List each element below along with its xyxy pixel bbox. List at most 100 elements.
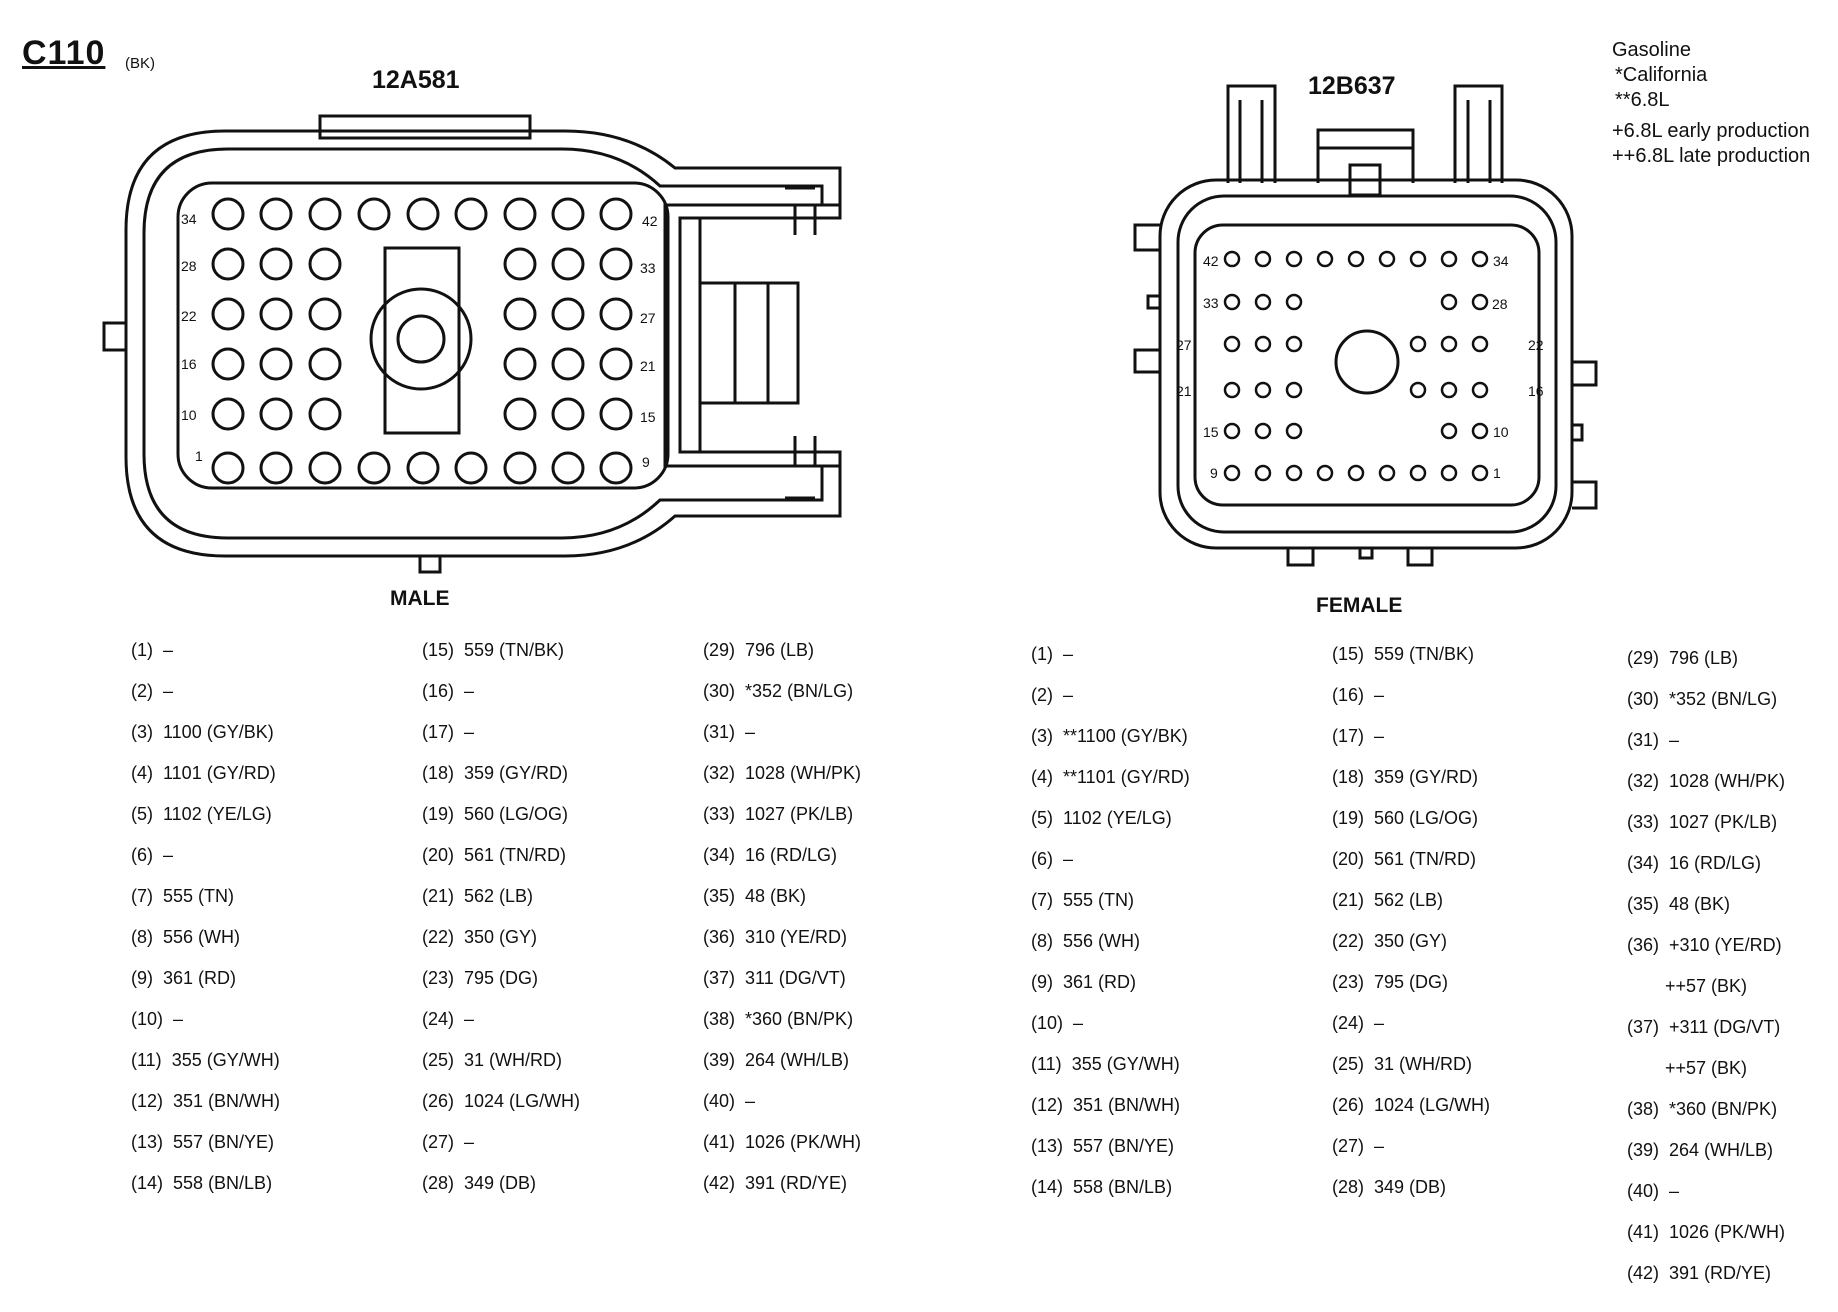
- wire-circuit: 16 (RD/LG): [745, 845, 838, 865]
- wire-circuit: 557 (BN/YE): [1073, 1136, 1175, 1156]
- wire-circuit: 31 (WH/RD): [464, 1050, 563, 1070]
- pin-cavity: [357, 197, 391, 231]
- wire-circuit: –: [1063, 644, 1074, 664]
- pin-number: (16): [422, 681, 455, 701]
- pinout-row: ++57 (BK): [1627, 966, 1785, 1007]
- female-pinout-col-1: (1)–(2)–(3)**1100 (GY/BK)(4)**1101 (GY/R…: [1031, 634, 1190, 1208]
- pin-number: (27): [422, 1132, 455, 1152]
- pin-number: (10): [131, 1009, 164, 1029]
- wire-circuit: 555 (TN): [163, 886, 235, 906]
- wire-circuit: 355 (GY/WH): [1071, 1054, 1180, 1074]
- wire-circuit: 391 (RD/YE): [1669, 1263, 1772, 1283]
- female-bottom-tab: [1358, 548, 1374, 560]
- pin-number: (17): [1332, 726, 1365, 746]
- pin-cavity: [503, 197, 537, 231]
- pin-cavity: [1223, 422, 1241, 440]
- pin-cavity: [599, 397, 633, 431]
- male-connector-diagram: 34 42 28 33 22 27 16 21 10 15 1 9: [102, 114, 842, 574]
- wire-circuit: –: [745, 722, 756, 742]
- pin-number: (7): [131, 886, 153, 906]
- pin-cavity: [1409, 335, 1427, 353]
- pin-number: (24): [1332, 1013, 1365, 1033]
- pin-cavity: [1440, 335, 1458, 353]
- male-pin-label: 10: [181, 407, 197, 423]
- pin-number: (35): [703, 886, 736, 906]
- pin-cavity: [1285, 250, 1303, 268]
- pinout-row: (10)–: [1031, 1003, 1190, 1044]
- pin-number: (36): [703, 927, 736, 947]
- male-pin-label: 34: [181, 211, 197, 227]
- pin-cavity: [551, 197, 585, 231]
- pin-number: (37): [1627, 1017, 1660, 1037]
- wire-circuit: –: [1669, 1181, 1680, 1201]
- pinout-row: (33)1027 (PK/LB): [703, 794, 861, 835]
- male-pin-label: 28: [181, 258, 197, 274]
- pin-cavity: [454, 451, 488, 485]
- pin-cavity: [1471, 464, 1489, 482]
- male-pinout-col-3: (29)796 (LB)(30)*352 (BN/LG)(31)–(32)102…: [703, 630, 861, 1204]
- wire-circuit: –: [163, 681, 174, 701]
- wire-circuit: –: [464, 1009, 475, 1029]
- female-pinout-col-3: (29)796 (LB)(30)*352 (BN/LG)(31)–(32)102…: [1627, 638, 1785, 1294]
- female-right-post: [1453, 84, 1504, 183]
- pinout-row: (9)361 (RD): [1031, 962, 1190, 1003]
- pinout-row: (4)1101 (GY/RD): [131, 753, 280, 794]
- pin-number: (25): [422, 1050, 455, 1070]
- pin-number: (37): [703, 968, 736, 988]
- pin-number: (29): [703, 640, 736, 660]
- pin-cavity: [406, 197, 440, 231]
- female-pin-label: 16: [1528, 383, 1544, 399]
- male-pinout-col-1: (1)–(2)–(3)1100 (GY/BK)(4)1101 (GY/RD)(5…: [131, 630, 280, 1204]
- pin-number: (18): [1332, 767, 1365, 787]
- female-pin-cavity: [1193, 223, 1541, 507]
- pin-number: (31): [703, 722, 736, 742]
- male-left-tab: [102, 321, 126, 352]
- pin-cavity: [308, 247, 342, 281]
- pin-cavity: [211, 247, 245, 281]
- male-outer-shell: [124, 129, 842, 558]
- pin-number: (26): [1332, 1095, 1365, 1115]
- female-pin-label: 33: [1203, 295, 1219, 311]
- female-side-tab: [1133, 223, 1160, 252]
- pin-cavity: [454, 197, 488, 231]
- pinout-row: (24)–: [1332, 1003, 1490, 1044]
- pinout-row: (42)391 (RD/YE): [703, 1163, 861, 1204]
- pinout-row: (2)–: [1031, 675, 1190, 716]
- pin-number: (26): [422, 1091, 455, 1111]
- pinout-row: (20)561 (TN/RD): [1332, 839, 1490, 880]
- pin-cavity: [1254, 335, 1272, 353]
- note-line: ++6.8L late production: [1612, 145, 1811, 167]
- pin-number: (34): [703, 845, 736, 865]
- pinout-row: (13)557 (BN/YE): [1031, 1126, 1190, 1167]
- male-shell-inner-line: [142, 147, 824, 540]
- pin-cavity: [1316, 464, 1334, 482]
- pin-cavity: [503, 347, 537, 381]
- female-pin-label: 34: [1493, 253, 1509, 269]
- pinout-row: (41)1026 (PK/WH): [1627, 1212, 1785, 1253]
- pinout-row: (1)–: [131, 630, 280, 671]
- pin-number: (38): [1627, 1099, 1660, 1119]
- pin-cavity: [551, 247, 585, 281]
- wire-circuit: –: [745, 1091, 756, 1111]
- pinout-row: (36)+310 (YE/RD): [1627, 925, 1785, 966]
- pin-cavity: [308, 347, 342, 381]
- note-line: +6.8L early production: [1612, 120, 1810, 142]
- pin-number: (36): [1627, 935, 1660, 955]
- pin-cavity: [551, 397, 585, 431]
- wire-circuit: 559 (TN/BK): [1374, 644, 1475, 664]
- female-pin-label: 10: [1493, 424, 1509, 440]
- pin-number: (18): [422, 763, 455, 783]
- pinout-row: (24)–: [422, 999, 580, 1040]
- wire-circuit: 48 (BK): [1669, 894, 1731, 914]
- wire-circuit: 557 (BN/YE): [173, 1132, 275, 1152]
- pinout-row: ++57 (BK): [1627, 1048, 1785, 1089]
- wire-circuit: –: [1374, 685, 1385, 705]
- male-top-latch: [318, 114, 532, 140]
- pin-number: (1): [131, 640, 153, 660]
- male-pinout-col-2: (15)559 (TN/BK)(16)–(17)–(18)359 (GY/RD)…: [422, 630, 580, 1204]
- pinout-row: (41)1026 (PK/WH): [703, 1122, 861, 1163]
- pin-number: (32): [703, 763, 736, 783]
- wire-circuit: *352 (BN/LG): [1669, 689, 1778, 709]
- pin-number: (27): [1332, 1136, 1365, 1156]
- pinout-row: (28)349 (DB): [422, 1163, 580, 1204]
